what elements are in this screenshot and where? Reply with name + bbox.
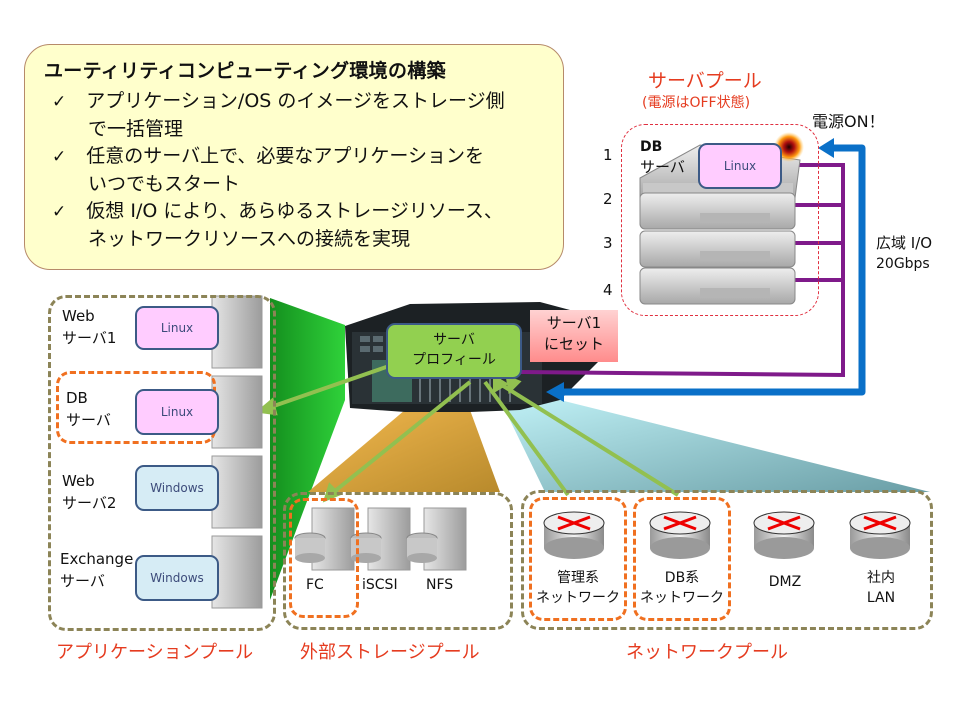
application-pool-frame xyxy=(48,295,276,631)
network-pool-frame xyxy=(521,490,933,630)
application-beam xyxy=(270,298,345,600)
app-server-os[interactable]: Linux xyxy=(135,389,219,435)
fc-highlight xyxy=(289,498,359,618)
network-pool-label: ネットワークプール xyxy=(626,642,788,663)
slot-number: 4 xyxy=(603,281,613,299)
app-server-os[interactable]: Windows xyxy=(135,555,219,601)
active-server-name: DB xyxy=(640,139,663,155)
bullet-item: ✓ 仮想 I/O により、あらゆるストレージリソース、 ネットワークリソースへの… xyxy=(52,200,503,250)
wan-io-label: 広域 I/O xyxy=(876,234,933,252)
wan-link-arrow xyxy=(546,138,866,402)
slot-number: 3 xyxy=(603,234,613,252)
callout-bullets: ✓ アプリケーション/OS のイメージをストレージ側 で一括管理 ✓ 任意のサー… xyxy=(52,88,505,253)
callout-title: ユーティリティコンピューティング環境の構築 xyxy=(44,60,446,82)
slot-number: 2 xyxy=(603,190,613,208)
active-server-os: Linux xyxy=(698,143,782,189)
power-on-label: 電源ON！ xyxy=(812,112,885,131)
db-network-highlight xyxy=(633,497,731,621)
summary-callout xyxy=(24,44,564,270)
app-server-os[interactable]: Windows xyxy=(135,465,219,511)
server-profile-box[interactable]: サーバ プロフィール xyxy=(386,323,522,379)
server-pool-frame xyxy=(621,124,819,316)
network-item[interactable]: DMZ xyxy=(768,574,802,590)
storage-beam xyxy=(308,410,500,492)
slot-number: 1 xyxy=(603,146,613,164)
wan-io-speed: 20Gbps xyxy=(876,256,930,272)
app-pool-towers xyxy=(211,295,263,609)
active-server-name: サーバ xyxy=(640,158,685,176)
network-item[interactable]: 管理系ネットワーク xyxy=(536,570,620,606)
bullet-item: ✓ アプリケーション/OS のイメージをストレージ側 で一括管理 xyxy=(52,90,505,140)
profile-connectors xyxy=(255,363,680,503)
storage-item[interactable]: iSCSI xyxy=(362,577,398,593)
set-to-server-label: サーバ1 にセット xyxy=(530,310,618,362)
storage-towers xyxy=(294,507,467,571)
storage-item[interactable]: FC xyxy=(306,577,324,593)
mgmt-network-highlight xyxy=(529,497,627,621)
purple-io-links xyxy=(519,163,845,378)
routers xyxy=(543,511,911,559)
application-pool-label: アプリケーションプール xyxy=(56,642,254,663)
server-pool-title: サーバプール xyxy=(648,70,762,92)
storage-pool-frame xyxy=(283,492,513,630)
storage-item[interactable]: NFS xyxy=(426,577,454,593)
storage-pool-label: 外部ストレージプール xyxy=(300,642,480,663)
check-icon: ✓ xyxy=(52,92,67,112)
check-icon: ✓ xyxy=(52,147,67,167)
check-icon: ✓ xyxy=(52,202,67,222)
bullet-item: ✓ 任意のサーバ上で、必要なアプリケーションを いつでもスタート xyxy=(52,145,484,195)
network-item[interactable]: DB系ネットワーク xyxy=(640,570,724,606)
app-server-os[interactable]: Linux xyxy=(135,306,219,350)
network-beam xyxy=(505,400,930,492)
server-pool-subtitle: (電源はOFF状態) xyxy=(642,95,751,111)
